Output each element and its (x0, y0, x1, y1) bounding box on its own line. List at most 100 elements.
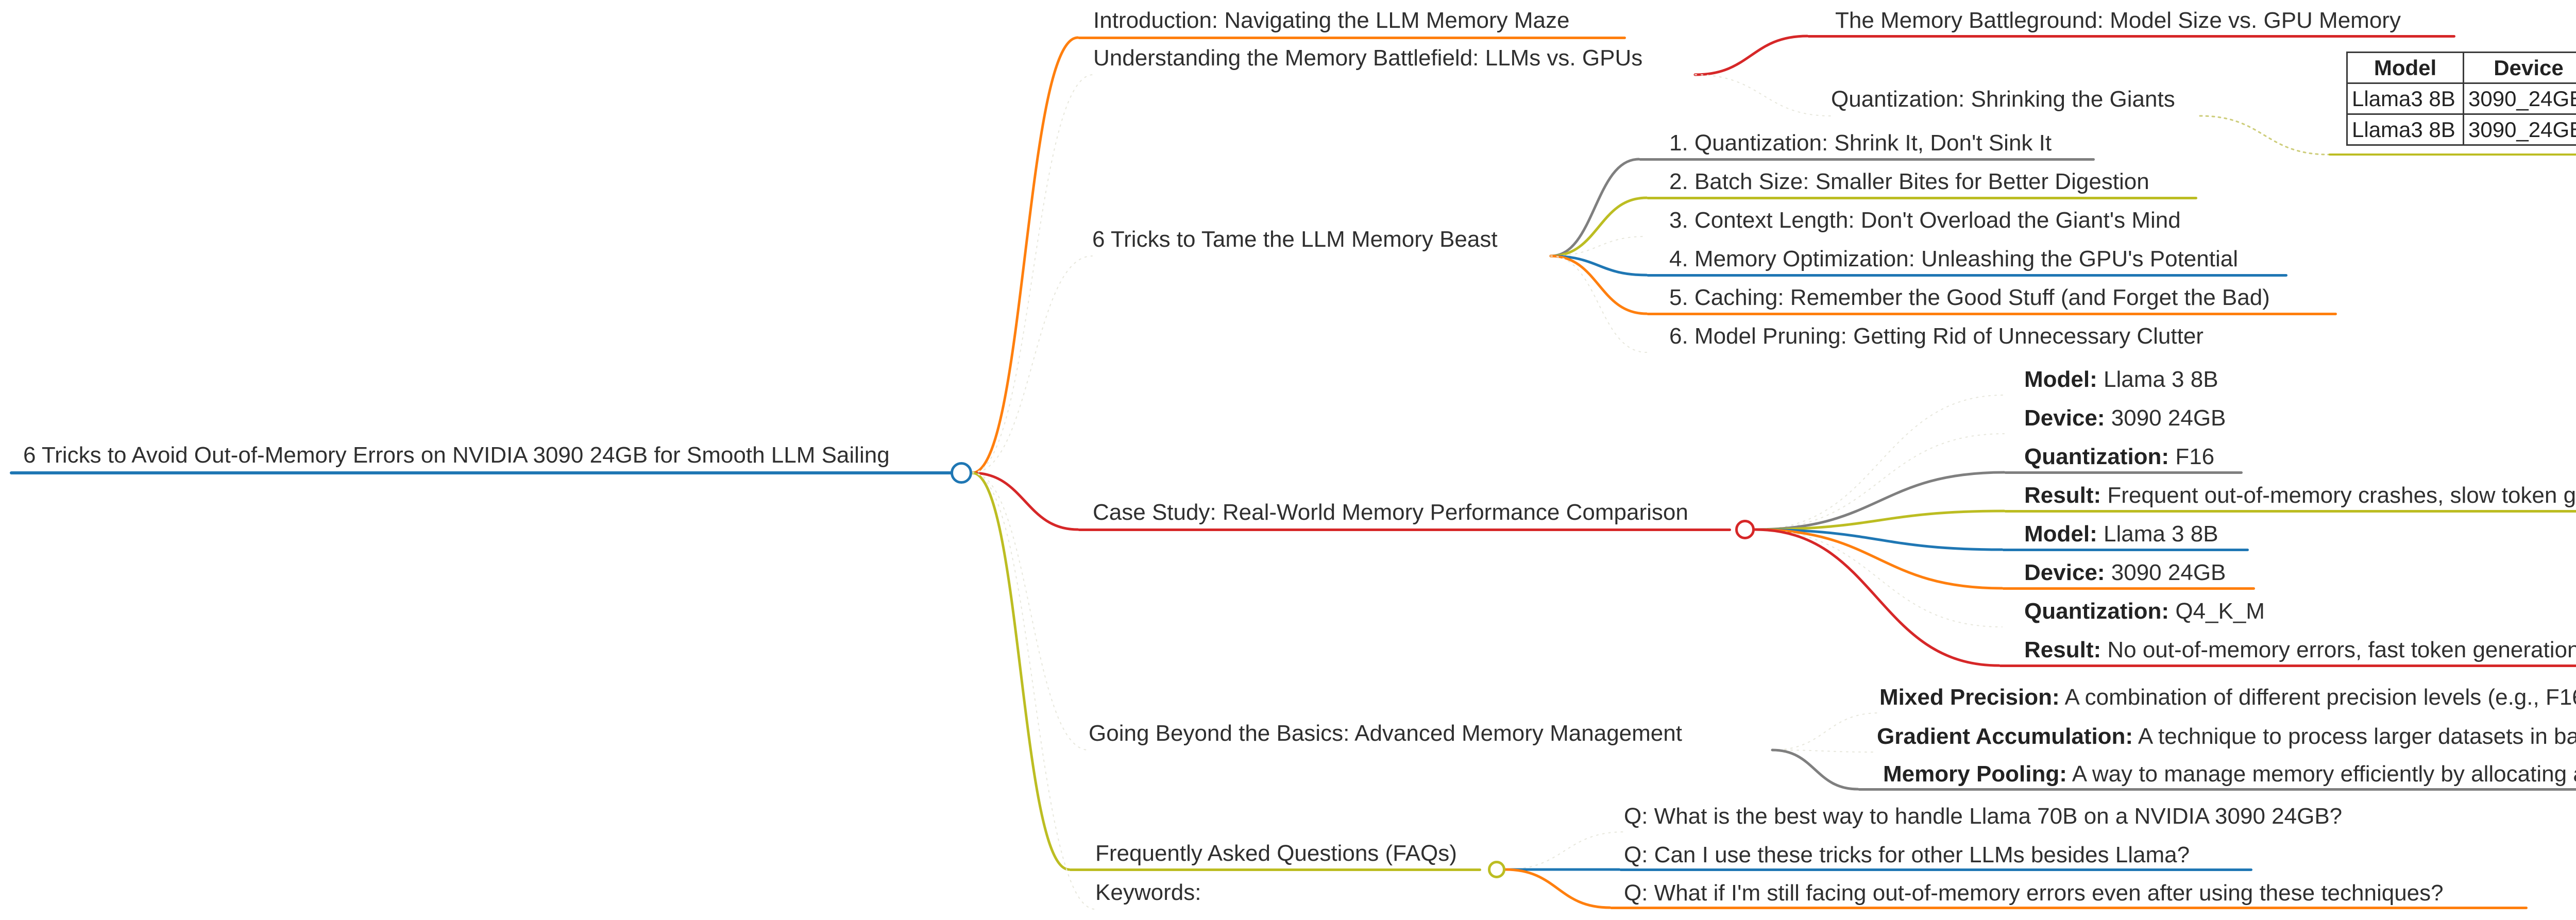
underline-root (10, 471, 953, 474)
table-cell: Llama3 8B (2346, 113, 2464, 146)
link-curve (1753, 509, 2006, 531)
table-header-cell: Model (2346, 52, 2464, 84)
node-case1-model-label-bold: Model: (2024, 367, 2097, 392)
link-curve (972, 472, 1089, 751)
underline-faq (1069, 868, 1481, 871)
node-memory-pooling: Memory Pooling: A way to manage memory e… (1883, 760, 2576, 789)
node-faq-q2: Q: Can I use these tricks for other LLMs… (1624, 842, 2190, 867)
node-quantization-giants: Quantization: Shrinking the Giants (1831, 87, 2175, 112)
link-curve (1753, 528, 2001, 667)
node-trick-5: 5. Caching: Remember the Good Stuff (and… (1669, 285, 2270, 310)
node-case1-model: Model: Llama 3 8B (2024, 365, 2218, 394)
node-case2-model-label: Llama 3 8B (2097, 521, 2218, 547)
node-case1-device-label-bold: Device: (2024, 405, 2105, 431)
fold-circle-faq[interactable] (1488, 861, 1505, 878)
link-curve (1753, 528, 2004, 590)
node-case2-result-label-bold: Result: (2024, 637, 2102, 662)
node-introduction: Introduction: Navigating the LLM Memory … (1093, 8, 1570, 33)
link-curve (972, 255, 1093, 473)
node-case2-quantization: Quantization: Q4_K_M (2024, 597, 2265, 626)
link-curve (1549, 158, 1640, 258)
link-curve (1693, 35, 1809, 76)
underline-case2-device (2002, 587, 2255, 590)
table-cell: 3090_24GB (2463, 82, 2576, 115)
node-memory-pooling-label: A way to manage memory efficiently by al… (2072, 761, 2576, 787)
node-case1-result: Result: Frequent out-of-memory crashes, … (2024, 481, 2576, 510)
node-mixed-precision-label-bold: Mixed Precision: (1879, 685, 2060, 710)
fold-circle-case-study[interactable] (1735, 520, 1755, 539)
link-curve (1753, 471, 2006, 531)
table-header-row: ModelDeviceQuantization LevelToken Speed… (2346, 52, 2576, 84)
underline-trick-1 (1639, 158, 2095, 161)
node-gradient-accumulation: Gradient Accumulation: A technique to pr… (1877, 722, 2576, 751)
node-faq-q1: Q: What is the best way to handle Llama … (1624, 804, 2343, 829)
node-case1-result-label: Frequent out-of-memory crashes, slow tok… (2107, 483, 2576, 508)
node-faq-q3: Q: What if I'm still facing out-of-memor… (1624, 880, 2444, 906)
link-curve (971, 471, 1071, 871)
node-trick-6: 6. Model Pruning: Getting Rid of Unneces… (1669, 323, 2204, 349)
node-trick-2: 2. Batch Size: Smaller Bites for Better … (1669, 169, 2149, 194)
node-understanding: Understanding the Memory Battlefield: LL… (1093, 45, 1643, 71)
benchmark-table-head: ModelDeviceQuantization LevelToken Speed… (2346, 52, 2576, 84)
table-header-cell: Device (2463, 52, 2576, 84)
node-mixed-precision-label: A combination of different precision lev… (2064, 685, 2576, 710)
underline-trick-4 (1647, 274, 2287, 277)
node-case2-quantization-label-bold: Quantization: (2024, 599, 2170, 624)
node-case1-device-label: 3090 24GB (2105, 405, 2226, 431)
node-memory-pooling-label-bold: Memory Pooling: (1883, 761, 2067, 787)
node-case1-model-label: Llama 3 8B (2097, 367, 2218, 392)
link-curve (2199, 115, 2330, 156)
link-curve (1504, 868, 1612, 909)
underline-case1-result (2004, 509, 2576, 513)
node-case2-device-label-bold: Device: (2024, 560, 2105, 585)
node-case2-device: Device: 3090 24GB (2024, 558, 2226, 587)
node-gradient-accumulation-label: A technique to process larger datasets i… (2138, 724, 2576, 749)
node-case1-device: Device: 3090 24GB (2024, 404, 2226, 433)
link-curve (1753, 528, 2004, 551)
underline-case1-quantization (2004, 471, 2243, 474)
fold-circle-root[interactable] (951, 462, 972, 484)
underline-faq-q3 (1610, 906, 2528, 909)
link-curve (1694, 74, 1832, 116)
link-curve (971, 471, 1079, 531)
node-trick-4: 4. Memory Optimization: Unleashing the G… (1669, 246, 2238, 271)
node-faq: Frequently Asked Questions (FAQs) (1095, 841, 1457, 866)
underline-faq-q2 (1619, 868, 2252, 871)
underline-introduction (1078, 36, 1626, 39)
link-curve (1549, 254, 1648, 315)
node-case2-result-label: No out-of-memory errors, fast token gene… (2107, 637, 2576, 662)
node-case1-quantization-label-bold: Quantization: (2024, 444, 2170, 469)
link-curve (972, 74, 1094, 473)
link-curve (1550, 255, 1647, 353)
node-case1-quantization: Quantization: F16 (2024, 442, 2214, 471)
link-curve (1550, 236, 1647, 257)
underline-trick-5 (1647, 312, 2337, 315)
underline-trick-2 (1647, 196, 2197, 199)
link-curve (1754, 433, 2005, 530)
node-root: 6 Tricks to Avoid Out-of-Memory Errors o… (23, 442, 890, 468)
node-trick-3: 3. Context Length: Don't Overload the Gi… (1669, 208, 2181, 233)
node-case1-quantization-label: F16 (2169, 444, 2215, 469)
underline-table (2329, 154, 2576, 156)
benchmark-table-container: ModelDeviceQuantization LevelToken Speed… (2346, 52, 2576, 146)
underline-case2-result (1999, 664, 2576, 667)
node-six-tricks: 6 Tricks to Tame the LLM Memory Beast (1092, 227, 1498, 252)
link-curve (1754, 395, 2005, 530)
link-curve (1549, 254, 1648, 277)
link-curve (1549, 196, 1648, 258)
table-cell: 3090_24GB (2463, 113, 2576, 146)
node-case2-device-label: 3090 24GB (2105, 560, 2226, 585)
node-mixed-precision: Mixed Precision: A combination of differ… (1879, 683, 2576, 712)
node-gradient-accumulation-label-bold: Gradient Accumulation: (1877, 724, 2133, 749)
node-case1-result-label-bold: Result: (2024, 483, 2102, 508)
node-case2-result: Result: No out-of-memory errors, fast to… (2024, 636, 2576, 665)
node-case2-model-label-bold: Model: (2024, 521, 2097, 547)
link-curve (1505, 831, 1624, 870)
link-curve (971, 36, 1079, 474)
underline-case-study (1078, 528, 1731, 531)
underline-case2-model (2002, 548, 2249, 551)
link-curve (1772, 749, 1877, 753)
